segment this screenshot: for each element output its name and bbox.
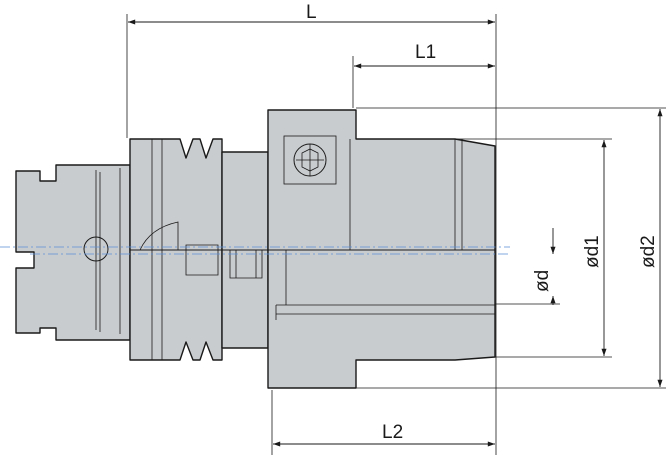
- label-L: L: [306, 2, 317, 23]
- holder-body: [15, 109, 496, 389]
- set-screw-housing: [283, 135, 337, 185]
- label-L1: L1: [415, 42, 436, 63]
- clamp-block: [267, 109, 496, 389]
- label-L2: L2: [382, 422, 403, 443]
- dimension-lines: [127, 19, 663, 447]
- label-d: ød: [532, 270, 553, 292]
- extension-lines: [126, 14, 666, 455]
- label-d1: ød1: [582, 235, 603, 268]
- shank: [15, 164, 131, 341]
- internal-details: [83, 135, 495, 360]
- label-d2: ød2: [638, 235, 659, 268]
- drive-slot-hole: [83, 236, 109, 262]
